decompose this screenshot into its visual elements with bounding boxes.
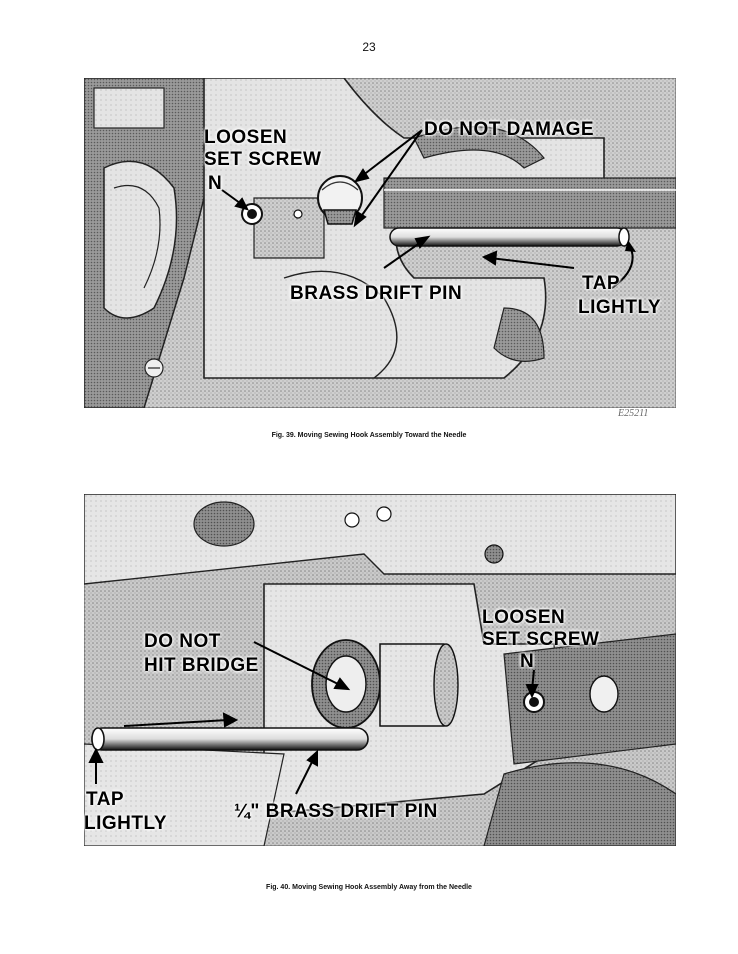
loosen-label-2: LOOSEN xyxy=(482,607,566,628)
figure-39-illustration: LOOSEN SET SCREW N DO NOT DAMAGE BRASS D… xyxy=(84,78,676,408)
loosen-label: LOOSEN xyxy=(204,127,288,148)
figure-40-illustration: DO NOT HIT BRIDGE LOOSEN SET SCREW N TAP… xyxy=(84,494,676,846)
screw-n-label: N xyxy=(208,173,223,194)
page-number: 23 xyxy=(362,40,376,54)
do-not-label: DO NOT xyxy=(144,631,221,652)
screw-n-label-2: N xyxy=(520,651,535,672)
figure-39-drawing xyxy=(84,78,676,408)
quarter-inch-brass-drift-pin-label: ¼" BRASS DRIFT PIN xyxy=(234,801,438,822)
figure-39-caption: Fig. 39. Moving Sewing Hook Assembly Tow… xyxy=(271,432,467,439)
lightly-label-2: LIGHTLY xyxy=(84,813,168,834)
brass-drift-pin-label: BRASS DRIFT PIN xyxy=(290,283,463,304)
tap-label-2: TAP xyxy=(86,789,125,810)
lightly-label: LIGHTLY xyxy=(578,297,662,318)
set-screw-label: SET SCREW xyxy=(204,149,322,170)
hit-bridge-label: HIT BRIDGE xyxy=(144,655,259,676)
figure-39-code: E25211 xyxy=(618,408,649,419)
figure-40-drawing xyxy=(84,494,676,846)
do-not-damage-label: DO NOT DAMAGE xyxy=(424,119,595,140)
tap-label: TAP xyxy=(582,273,621,294)
set-screw-label-2: SET SCREW xyxy=(482,629,600,650)
figure-40-caption: Fig. 40. Moving Sewing Hook Assembly Awa… xyxy=(266,884,472,891)
